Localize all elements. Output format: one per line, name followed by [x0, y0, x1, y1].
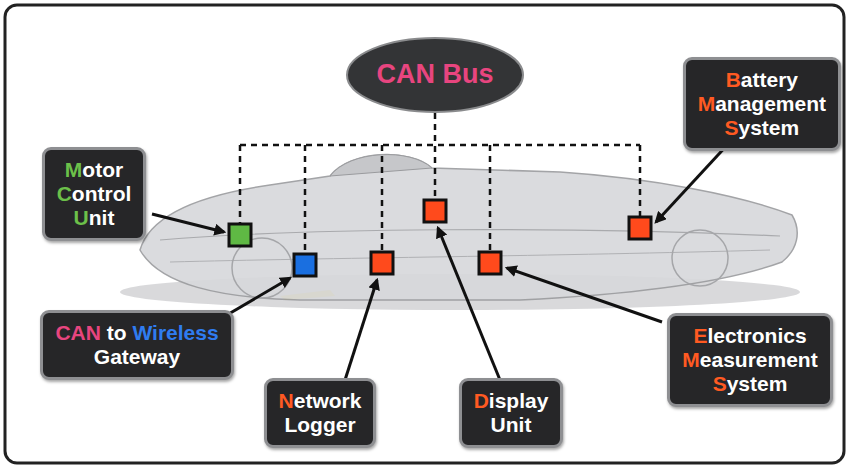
unit-name: Display Unit [474, 389, 549, 437]
bus-ellipse: CAN Bus [345, 36, 525, 114]
unit-name: CAN to Wireless Gateway [55, 321, 218, 369]
unit-name: Electronics Measurement System [682, 324, 817, 396]
unit-label-box: Battery Management System [683, 57, 841, 151]
body-line [160, 230, 780, 240]
unit-label-box: Electronics Measurement System [667, 313, 832, 407]
unit-name: Network Logger [279, 389, 362, 437]
frame [5, 5, 844, 463]
leader-arrows [152, 142, 730, 380]
unit-label-box: Network Logger [264, 378, 377, 448]
unit-label-box: Motor Control Unit [42, 147, 147, 241]
body-line [170, 250, 770, 262]
ellipse-outline [345, 36, 525, 114]
unit-label-box: CAN to Wireless Gateway [40, 310, 233, 380]
unit-name: Battery Management System [698, 68, 826, 140]
bus-title: CAN Bus [376, 59, 493, 90]
module-squares [229, 200, 651, 276]
unit-label-box: Display Unit [459, 378, 564, 448]
unit-name: Motor Control Unit [57, 158, 132, 230]
wheel [672, 230, 728, 286]
